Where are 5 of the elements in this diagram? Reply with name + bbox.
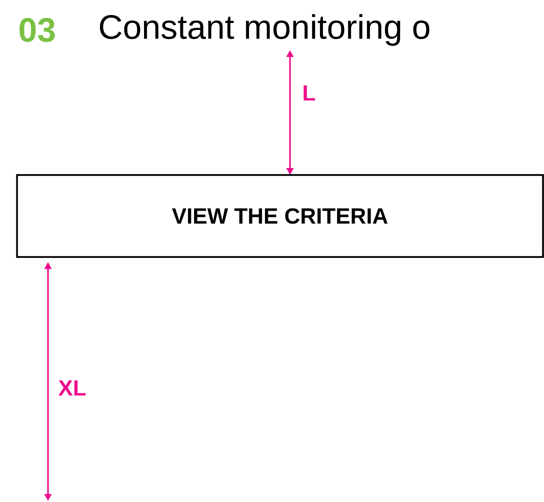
heading: Constant monitoring o — [100, 14, 430, 46]
step-number: 03 — [20, 18, 55, 42]
dimension-label: XL — [58, 380, 86, 396]
dimension-label: L — [304, 85, 315, 101]
button-box: VIEW THE CRITERIA — [16, 174, 544, 258]
